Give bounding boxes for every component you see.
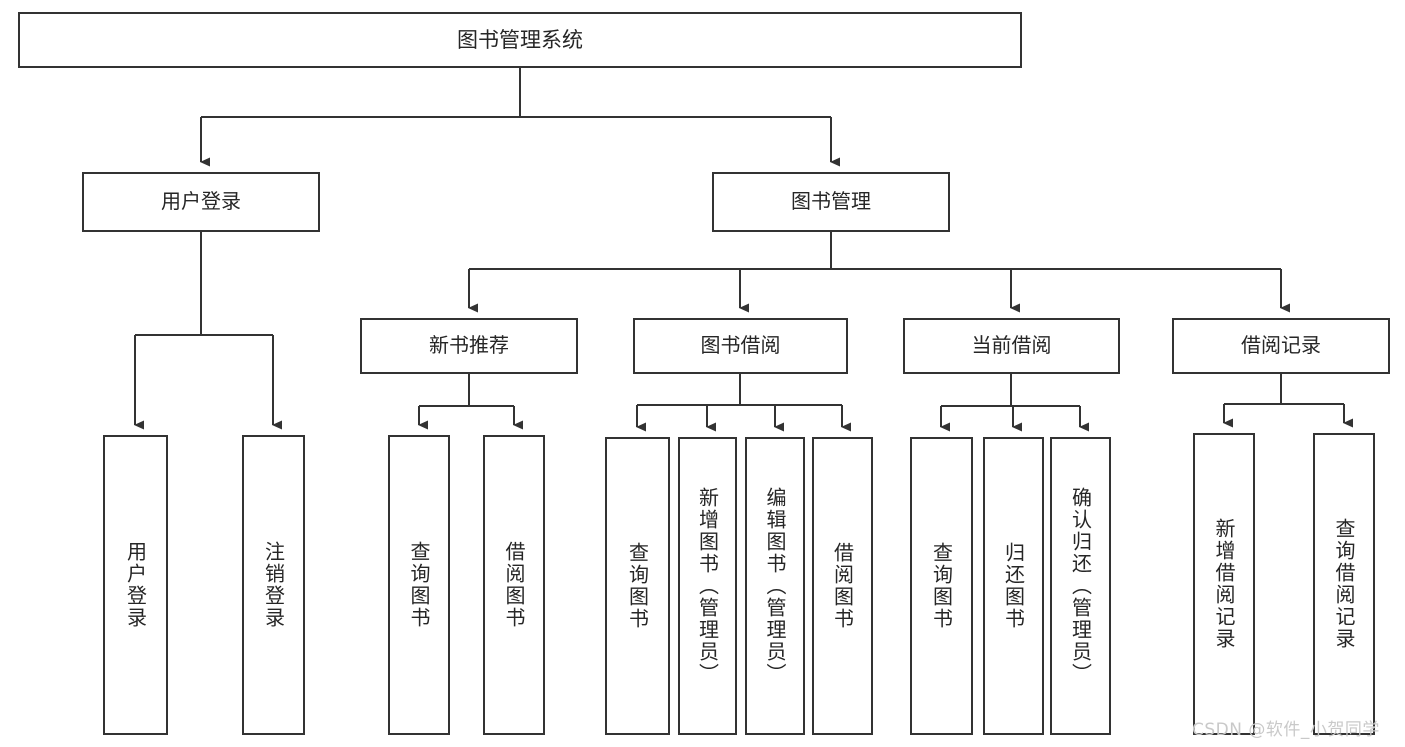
node-label: 图书借阅 — [700, 333, 781, 358]
node-leaf-borrow-book: 借阅图书 — [812, 437, 873, 735]
node-label: 新书推荐 — [429, 333, 509, 358]
node-label: 借阅记录 — [1241, 333, 1321, 358]
node-label: 查询借阅记录 — [1332, 518, 1356, 650]
node-leaf-confirm-return: 确认归还（管理员） — [1050, 437, 1111, 735]
node-label: 归还图书 — [1001, 542, 1026, 630]
node-leaf-query-book-current: 查询图书 — [910, 437, 973, 735]
node-leaf-return-book: 归还图书 — [983, 437, 1044, 735]
node-leaf-logout-login: 注销登录 — [242, 435, 305, 735]
node-label: 用户登录 — [161, 189, 241, 214]
node-label: 注销登录 — [261, 541, 286, 629]
node-label: 图书管理系统 — [457, 27, 583, 52]
node-label: 当前借阅 — [971, 333, 1052, 358]
node-label: 查询图书 — [929, 542, 954, 630]
node-label: 借阅图书 — [502, 541, 526, 629]
node-label: 编辑图书（管理员） — [763, 487, 787, 685]
node-current-borrow: 当前借阅 — [903, 318, 1120, 374]
node-leaf-edit-book: 编辑图书（管理员） — [745, 437, 805, 735]
node-borrow-record: 借阅记录 — [1172, 318, 1390, 374]
node-leaf-user-login: 用户登录 — [103, 435, 168, 735]
node-leaf-add-book: 新增图书（管理员） — [678, 437, 737, 735]
node-user-login: 用户登录 — [82, 172, 320, 232]
node-root: 图书管理系统 — [18, 12, 1022, 68]
node-label: 查询图书 — [625, 542, 650, 630]
watermark-text: CSDN @软件_小贺同学 — [1192, 720, 1380, 740]
node-label: 图书管理 — [791, 189, 871, 214]
node-leaf-borrow-book-rec: 借阅图书 — [483, 435, 545, 735]
node-leaf-add-borrow-record: 新增借阅记录 — [1193, 433, 1255, 735]
node-leaf-query-book-borrow: 查询图书 — [605, 437, 670, 735]
node-label: 用户登录 — [123, 541, 148, 629]
node-new-book-recommend: 新书推荐 — [360, 318, 578, 374]
node-leaf-query-book-rec: 查询图书 — [388, 435, 450, 735]
node-label: 新增图书（管理员） — [695, 487, 720, 685]
node-label: 新增借阅记录 — [1212, 518, 1236, 650]
node-label: 确认归还（管理员） — [1068, 487, 1093, 685]
node-book-borrow: 图书借阅 — [633, 318, 848, 374]
node-book-management: 图书管理 — [712, 172, 950, 232]
node-label: 借阅图书 — [830, 542, 855, 630]
node-leaf-query-borrow-record: 查询借阅记录 — [1313, 433, 1375, 735]
node-label: 查询图书 — [407, 541, 431, 629]
